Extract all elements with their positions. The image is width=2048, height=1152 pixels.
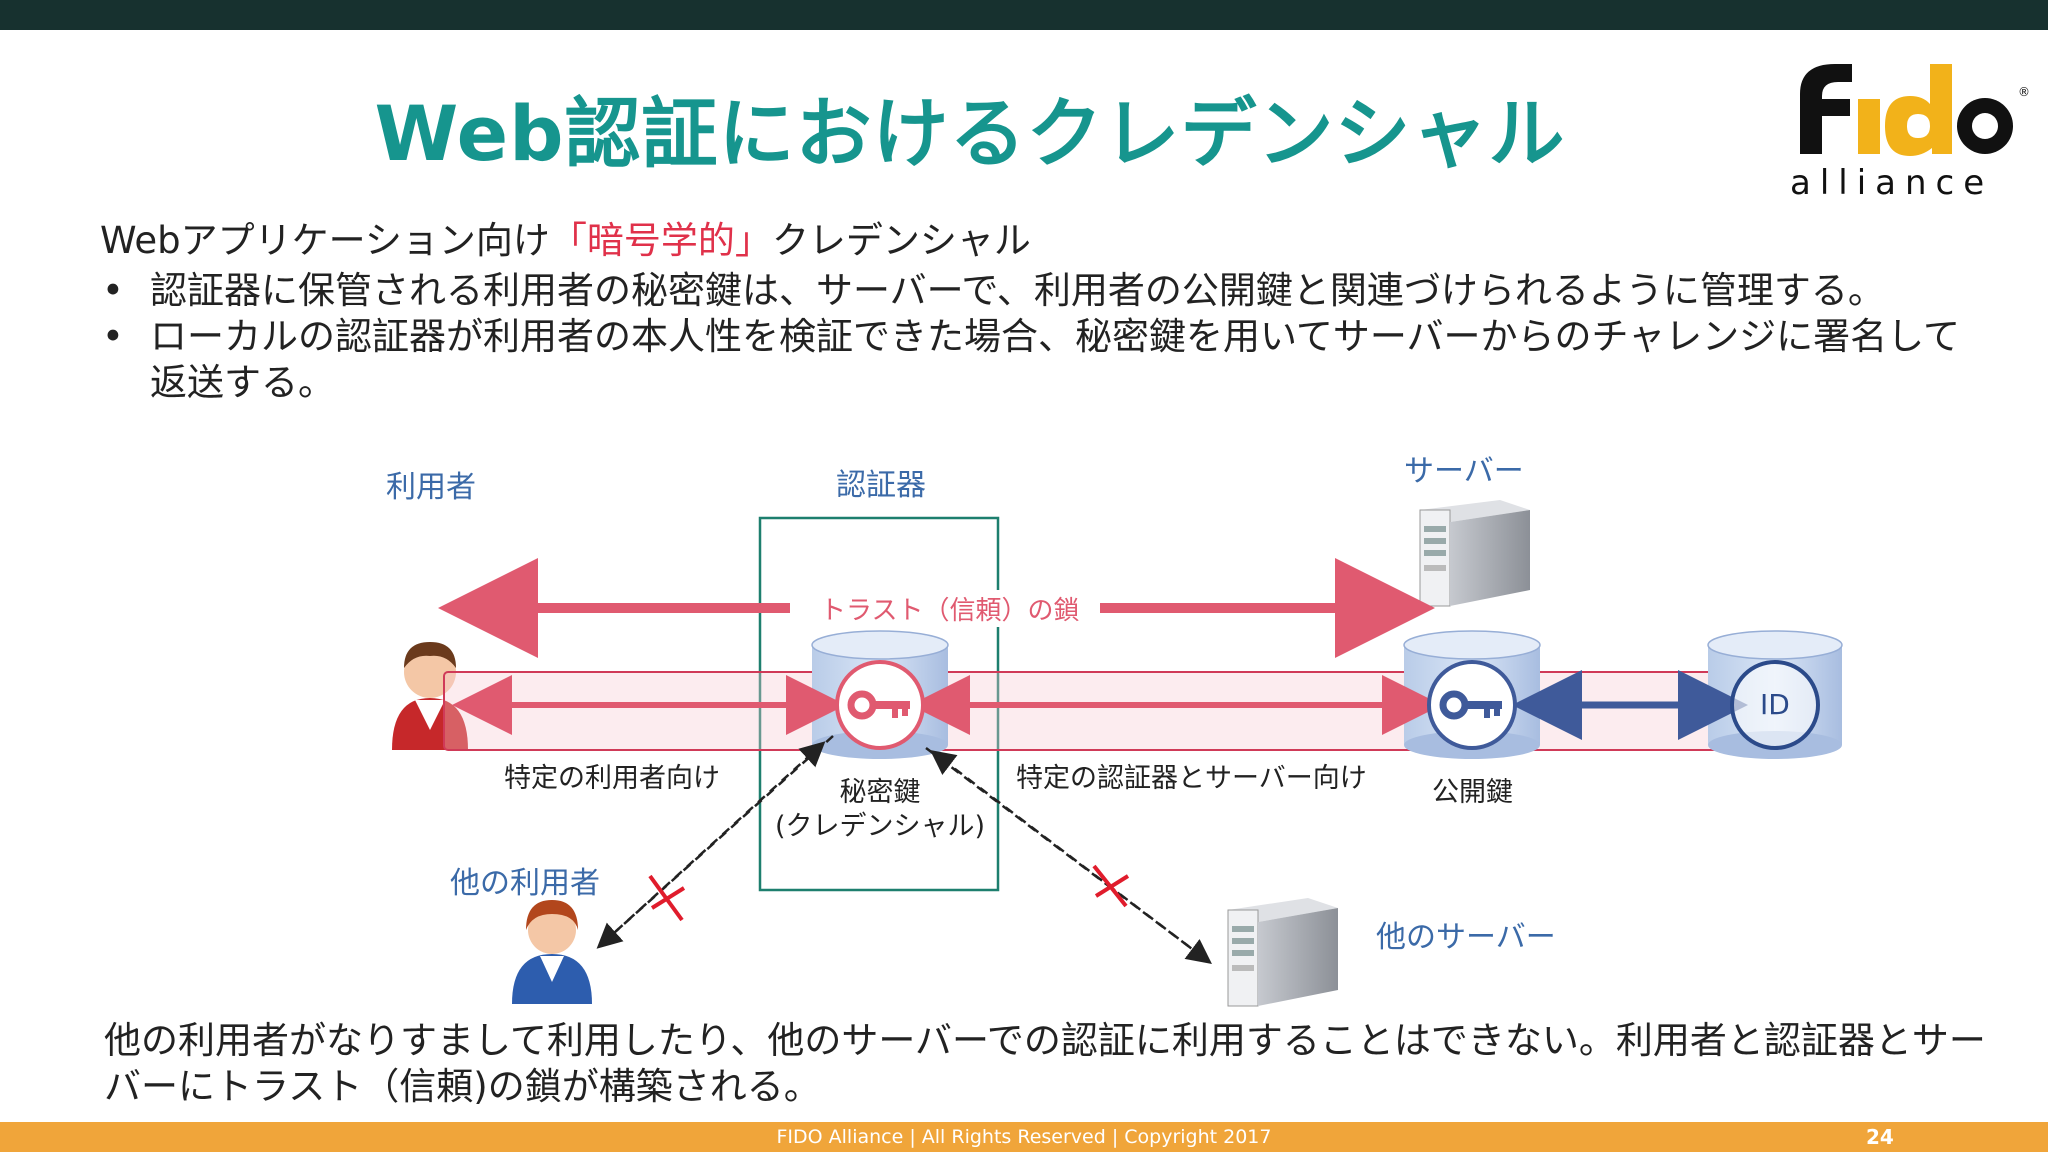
id-icon xyxy=(1730,660,1820,750)
intro-text-after: クレデンシャル xyxy=(771,219,1031,262)
other-server-label: 他のサーバー xyxy=(1376,920,1556,955)
slide-title: Web認証におけるクレデンシャル xyxy=(374,89,1566,178)
trust-chain-label: トラスト（信頼）の鎖 xyxy=(814,590,1086,627)
bullet-text: 認証器に保管される利用者の秘密鍵は、サーバーで、利用者の公開鍵と関連づけられるよ… xyxy=(150,269,1885,312)
id-label: ID xyxy=(1760,688,1790,721)
bottom-summary: 他の利用者がなりすまして利用したり、他のサーバーでの認証に利用することはできない… xyxy=(104,1019,1986,1108)
intro-highlight: 「暗号学的」 xyxy=(549,219,772,262)
specific-authenticator-server-label: 特定の認証器とサーバー向け xyxy=(1016,763,1367,794)
server-icon xyxy=(1419,500,1530,607)
intro-text: Webアプリケーション向け xyxy=(100,219,550,262)
bullet-list: • 認証器に保管される利用者の秘密鍵は、サーバーで、利用者の公開鍵と関連づけられ… xyxy=(100,268,1980,406)
other-user-icon xyxy=(512,900,592,1004)
bullet-text: ローカルの認証器が利用者の本人性を検証できた場合、秘密鍵を用いてサーバーからのチ… xyxy=(150,315,1961,404)
server-label: サーバー xyxy=(1404,454,1524,489)
blocked-x-icon xyxy=(1092,864,1130,908)
user-label: 利用者 xyxy=(386,470,476,505)
footer-copyright: FIDO Alliance | All Rights Reserved | Co… xyxy=(776,1126,1272,1148)
trust-chain-diagram: 利用者 認証器 サーバー トラスト（信頼）の鎖 特定の利用者向け 秘密鍵 (クレ… xyxy=(0,430,2048,1030)
page-number: 24 xyxy=(1866,1125,1894,1149)
bullet-dot: • xyxy=(102,315,124,358)
public-key-label: 公開鍵 xyxy=(1432,777,1513,808)
authenticator-label: 認証器 xyxy=(836,468,926,503)
fido-alliance-logo: ® alliance xyxy=(1780,54,2030,204)
other-user-label: 他の利用者 xyxy=(450,866,600,901)
private-key-icon xyxy=(835,660,925,750)
logo-alliance-text: alliance xyxy=(1790,163,1993,203)
bullet-dot: • xyxy=(102,269,124,312)
blocked-x-icon xyxy=(648,874,686,922)
other-server-icon xyxy=(1227,898,1338,1007)
specific-user-label: 特定の利用者向け xyxy=(504,763,720,794)
footer-bar: FIDO Alliance | All Rights Reserved | Co… xyxy=(0,1122,2048,1152)
private-key-label: 秘密鍵 xyxy=(839,777,921,808)
bullet-item: • 認証器に保管される利用者の秘密鍵は、サーバーで、利用者の公開鍵と関連づけられ… xyxy=(100,268,1980,314)
bullet-item: • ローカルの認証器が利用者の本人性を検証できた場合、秘密鍵を用いてサーバーから… xyxy=(100,314,1980,406)
top-bar xyxy=(0,0,2048,30)
credential-label: (クレデンシャル) xyxy=(774,811,986,842)
public-key-icon xyxy=(1427,660,1517,750)
intro-line: Webアプリケーション向け「暗号学的」クレデンシャル xyxy=(100,218,2000,264)
svg-text:®: ® xyxy=(2018,85,2030,99)
